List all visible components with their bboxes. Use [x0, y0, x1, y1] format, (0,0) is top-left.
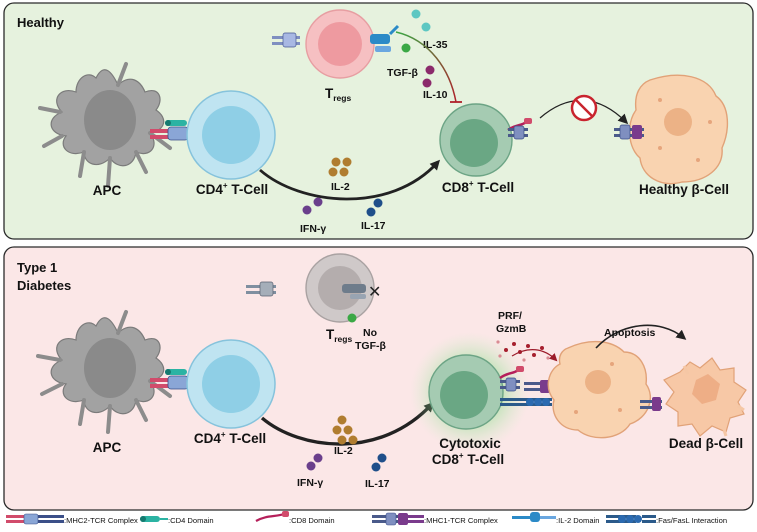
treg-label-t1d: Tregs: [326, 327, 352, 344]
il2-domain-treg-t1d: [342, 284, 366, 299]
ifng-cluster-t1d: IFN-γ: [297, 453, 323, 489]
no-label-t1d: No: [363, 327, 377, 339]
ifng-label-healthy: IFN-γ: [300, 223, 326, 235]
prf-gzmb-granules: PRF/ GzmB: [496, 310, 558, 362]
il17-cluster-t1d: IL-17: [365, 453, 390, 490]
cd8-t-cell-healthy: CD8+ T-Cell: [439, 103, 532, 195]
ifng-cluster-healthy: IFN-γ: [300, 197, 326, 235]
cd8-domain-healthy: [507, 118, 532, 140]
cd8-domain-t1d: [499, 366, 524, 392]
tgfb-dot-healthy: [401, 43, 411, 53]
gzmb-label: GzmB: [496, 323, 527, 335]
ifng-label-t1d: IFN-γ: [297, 477, 323, 489]
legend: :MHC2-TCR Complex :CD4 Domain :CD8 Domai…: [6, 511, 727, 526]
il10-dot-2: [422, 78, 432, 88]
il17-cluster-healthy: IL-17: [361, 198, 386, 232]
mhc1-tcr-beta-healthy: [614, 124, 644, 140]
mhc1-complex-dead: [640, 397, 662, 411]
healthy-title: Healthy: [17, 15, 65, 30]
treg-inhibition-line: [395, 31, 457, 103]
mhc1-tcr-left-treg-healthy: [272, 32, 300, 48]
beta-label-healthy: Healthy β-Cell: [639, 182, 729, 197]
il35-dot-1: [411, 9, 421, 19]
prf-label: PRF/: [498, 310, 522, 322]
mhc1-tcr-cyto: [524, 380, 552, 393]
cd4-label-healthy: CD4+ T-Cell: [196, 181, 268, 197]
cd4-t-cell-t1d: CD4+ T-Cell: [186, 339, 276, 446]
mhc2-tcr-complex-healthy: [150, 120, 189, 141]
legend-il2: :IL-2 Domain: [512, 512, 599, 525]
legend-mhc1-text: :MHC1-TCR Complex: [424, 516, 498, 525]
apc-cell-healthy: APC: [38, 62, 172, 198]
legend-cd8-text: :CD8 Domain: [289, 516, 335, 525]
il2-cluster-t1d: IL-2: [332, 415, 358, 457]
dead-beta-cell: Dead β-Cell: [640, 357, 747, 451]
il2-label-healthy: IL-2: [331, 181, 350, 193]
t1d-title-line2: Diabetes: [17, 278, 71, 293]
t1d-title-line1: Type 1: [17, 260, 57, 275]
il10-dot-1: [425, 65, 435, 75]
dying-beta-cell: [547, 341, 651, 439]
legend-fas: :Fas/FasL Interaction: [606, 515, 727, 525]
cd4-to-cd8-arrow-healthy: [259, 159, 441, 201]
healthy-panel: Healthy APC CD4+ T-Cell: [3, 2, 754, 240]
legend-mhc1: :MHC1-TCR Complex: [372, 512, 498, 526]
cyto-label-line1: Cytotoxic: [439, 436, 501, 451]
legend-mhc2-text: :MHC2-TCR Complex: [64, 516, 138, 525]
legend-cd4-text: :CD4 Domain: [168, 516, 214, 525]
treg-cell-healthy: Tregs: [272, 9, 400, 103]
il17-label-t1d: IL-17: [365, 478, 390, 490]
dead-beta-label: Dead β-Cell: [669, 436, 743, 451]
apc-label-healthy: APC: [93, 183, 122, 198]
blocked-x-icon: ✕: [368, 284, 381, 301]
cytotoxic-cd8-cell: Cytotoxic CD8+ T-Cell: [410, 332, 552, 467]
legend-mhc2: :MHC2-TCR Complex: [6, 513, 138, 525]
t1d-panel: Type 1 Diabetes APC CD4+ T-Cell: [3, 246, 754, 511]
il2-label-t1d: IL-2: [334, 445, 353, 457]
apoptosis-arrow: [595, 324, 687, 349]
apoptosis-label: Apoptosis: [604, 327, 655, 339]
il35-dot-2: [421, 22, 431, 32]
cd8-label-healthy: CD8+ T-Cell: [442, 179, 514, 195]
healthy-beta-cell: Healthy β-Cell: [614, 74, 729, 197]
legend-il2-text: :IL-2 Domain: [556, 516, 599, 525]
il2-cluster-healthy: IL-2: [328, 157, 352, 193]
cd4-t-cell-healthy: CD4+ T-Cell: [186, 90, 276, 197]
tgfb-label-healthy: TGF-β: [387, 67, 418, 79]
il17-label-healthy: IL-17: [361, 220, 386, 232]
tgfb-dot-t1d: [347, 313, 357, 323]
fas-fasl-interaction: [500, 398, 552, 406]
apc-label-t1d: APC: [93, 440, 122, 455]
legend-cd8: :CD8 Domain: [255, 511, 335, 525]
cd4-label-t1d: CD4+ T-Cell: [194, 430, 266, 446]
legend-cd4: :CD4 Domain: [140, 516, 214, 525]
treg-label-healthy: Tregs: [325, 86, 351, 103]
treg-cell-t1d: ✕ Tregs: [246, 253, 381, 344]
legend-fas-text: :Fas/FasL Interaction: [656, 516, 727, 525]
mhc1-tcr-left-treg-t1d: [246, 281, 276, 297]
cyto-label-line2: CD8+ T-Cell: [432, 451, 504, 467]
tgfb-label-t1d: TGF-β: [355, 340, 386, 352]
blocked-icon: [570, 94, 598, 122]
il35-label-healthy: IL-35: [423, 39, 448, 51]
il10-label-healthy: IL-10: [423, 89, 448, 101]
apc-cell-t1d: APC: [36, 310, 172, 455]
mhc2-tcr-complex-t1d: [150, 369, 189, 390]
il2-domain-treg-healthy: [370, 24, 400, 52]
